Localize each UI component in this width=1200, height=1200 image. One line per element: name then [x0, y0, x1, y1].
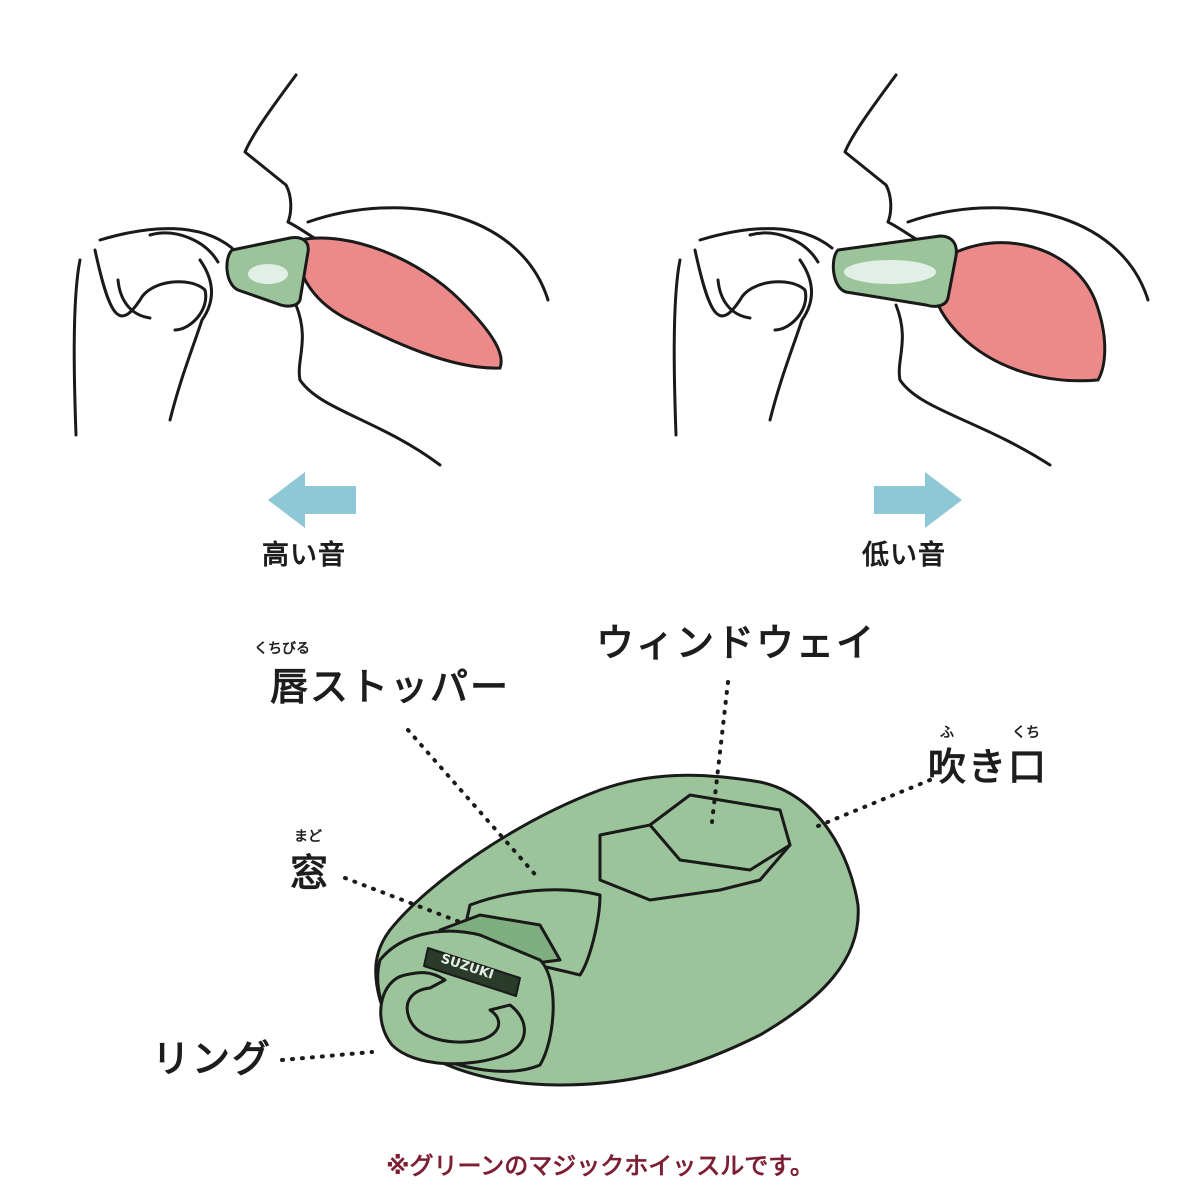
window-label: 窓 — [290, 851, 331, 895]
arrow-left-icon — [268, 472, 356, 528]
chin-left — [294, 303, 442, 467]
arrow-right-icon — [874, 472, 962, 528]
airflow-right — [844, 260, 936, 284]
mouthpiece-ruby-kuchi: くち — [1012, 725, 1040, 741]
leader-mouthpiece — [816, 778, 932, 828]
hand-left — [72, 227, 234, 437]
windway-inner — [648, 793, 792, 872]
airflow-left — [248, 264, 288, 284]
leader-windway — [710, 680, 730, 824]
left-figure-high-pitch — [72, 73, 550, 467]
whistle-diagram — [374, 773, 860, 1087]
right-figure-low-pitch — [672, 73, 1150, 467]
upper-lip-right — [886, 220, 920, 242]
leader-lip-stopper — [406, 728, 542, 882]
high-pitch-label: 高い音 — [262, 540, 346, 571]
cheek-line-right — [906, 206, 1150, 302]
chin-right — [894, 303, 1052, 467]
window-ruby: まど — [294, 829, 322, 845]
face-profile-left — [243, 73, 298, 224]
cheek-line-left — [306, 206, 550, 302]
lip-stopper-ruby: くちびる — [254, 641, 310, 657]
windway-label: ウィンドウェイ — [596, 621, 877, 665]
face-profile-right — [843, 73, 898, 224]
lip-stopper-label: 唇ストッパー — [270, 665, 511, 709]
leader-window — [343, 876, 462, 924]
ring — [379, 971, 526, 1066]
ring-label: リング — [152, 1037, 273, 1081]
mouthpiece-ruby-fu: ふ — [940, 725, 954, 741]
leader-lines — [280, 680, 932, 1062]
tongue-right — [931, 241, 1107, 383]
tongue-left — [296, 236, 503, 370]
brand-plate — [423, 947, 521, 997]
low-pitch-label: 低い音 — [862, 540, 946, 571]
footnote: ※グリーンのマジックホイッスルです。 — [386, 1152, 814, 1180]
leader-ring — [280, 1050, 374, 1062]
mouthpiece-label: 吹き口 — [928, 745, 1049, 789]
hand-right — [672, 227, 834, 437]
